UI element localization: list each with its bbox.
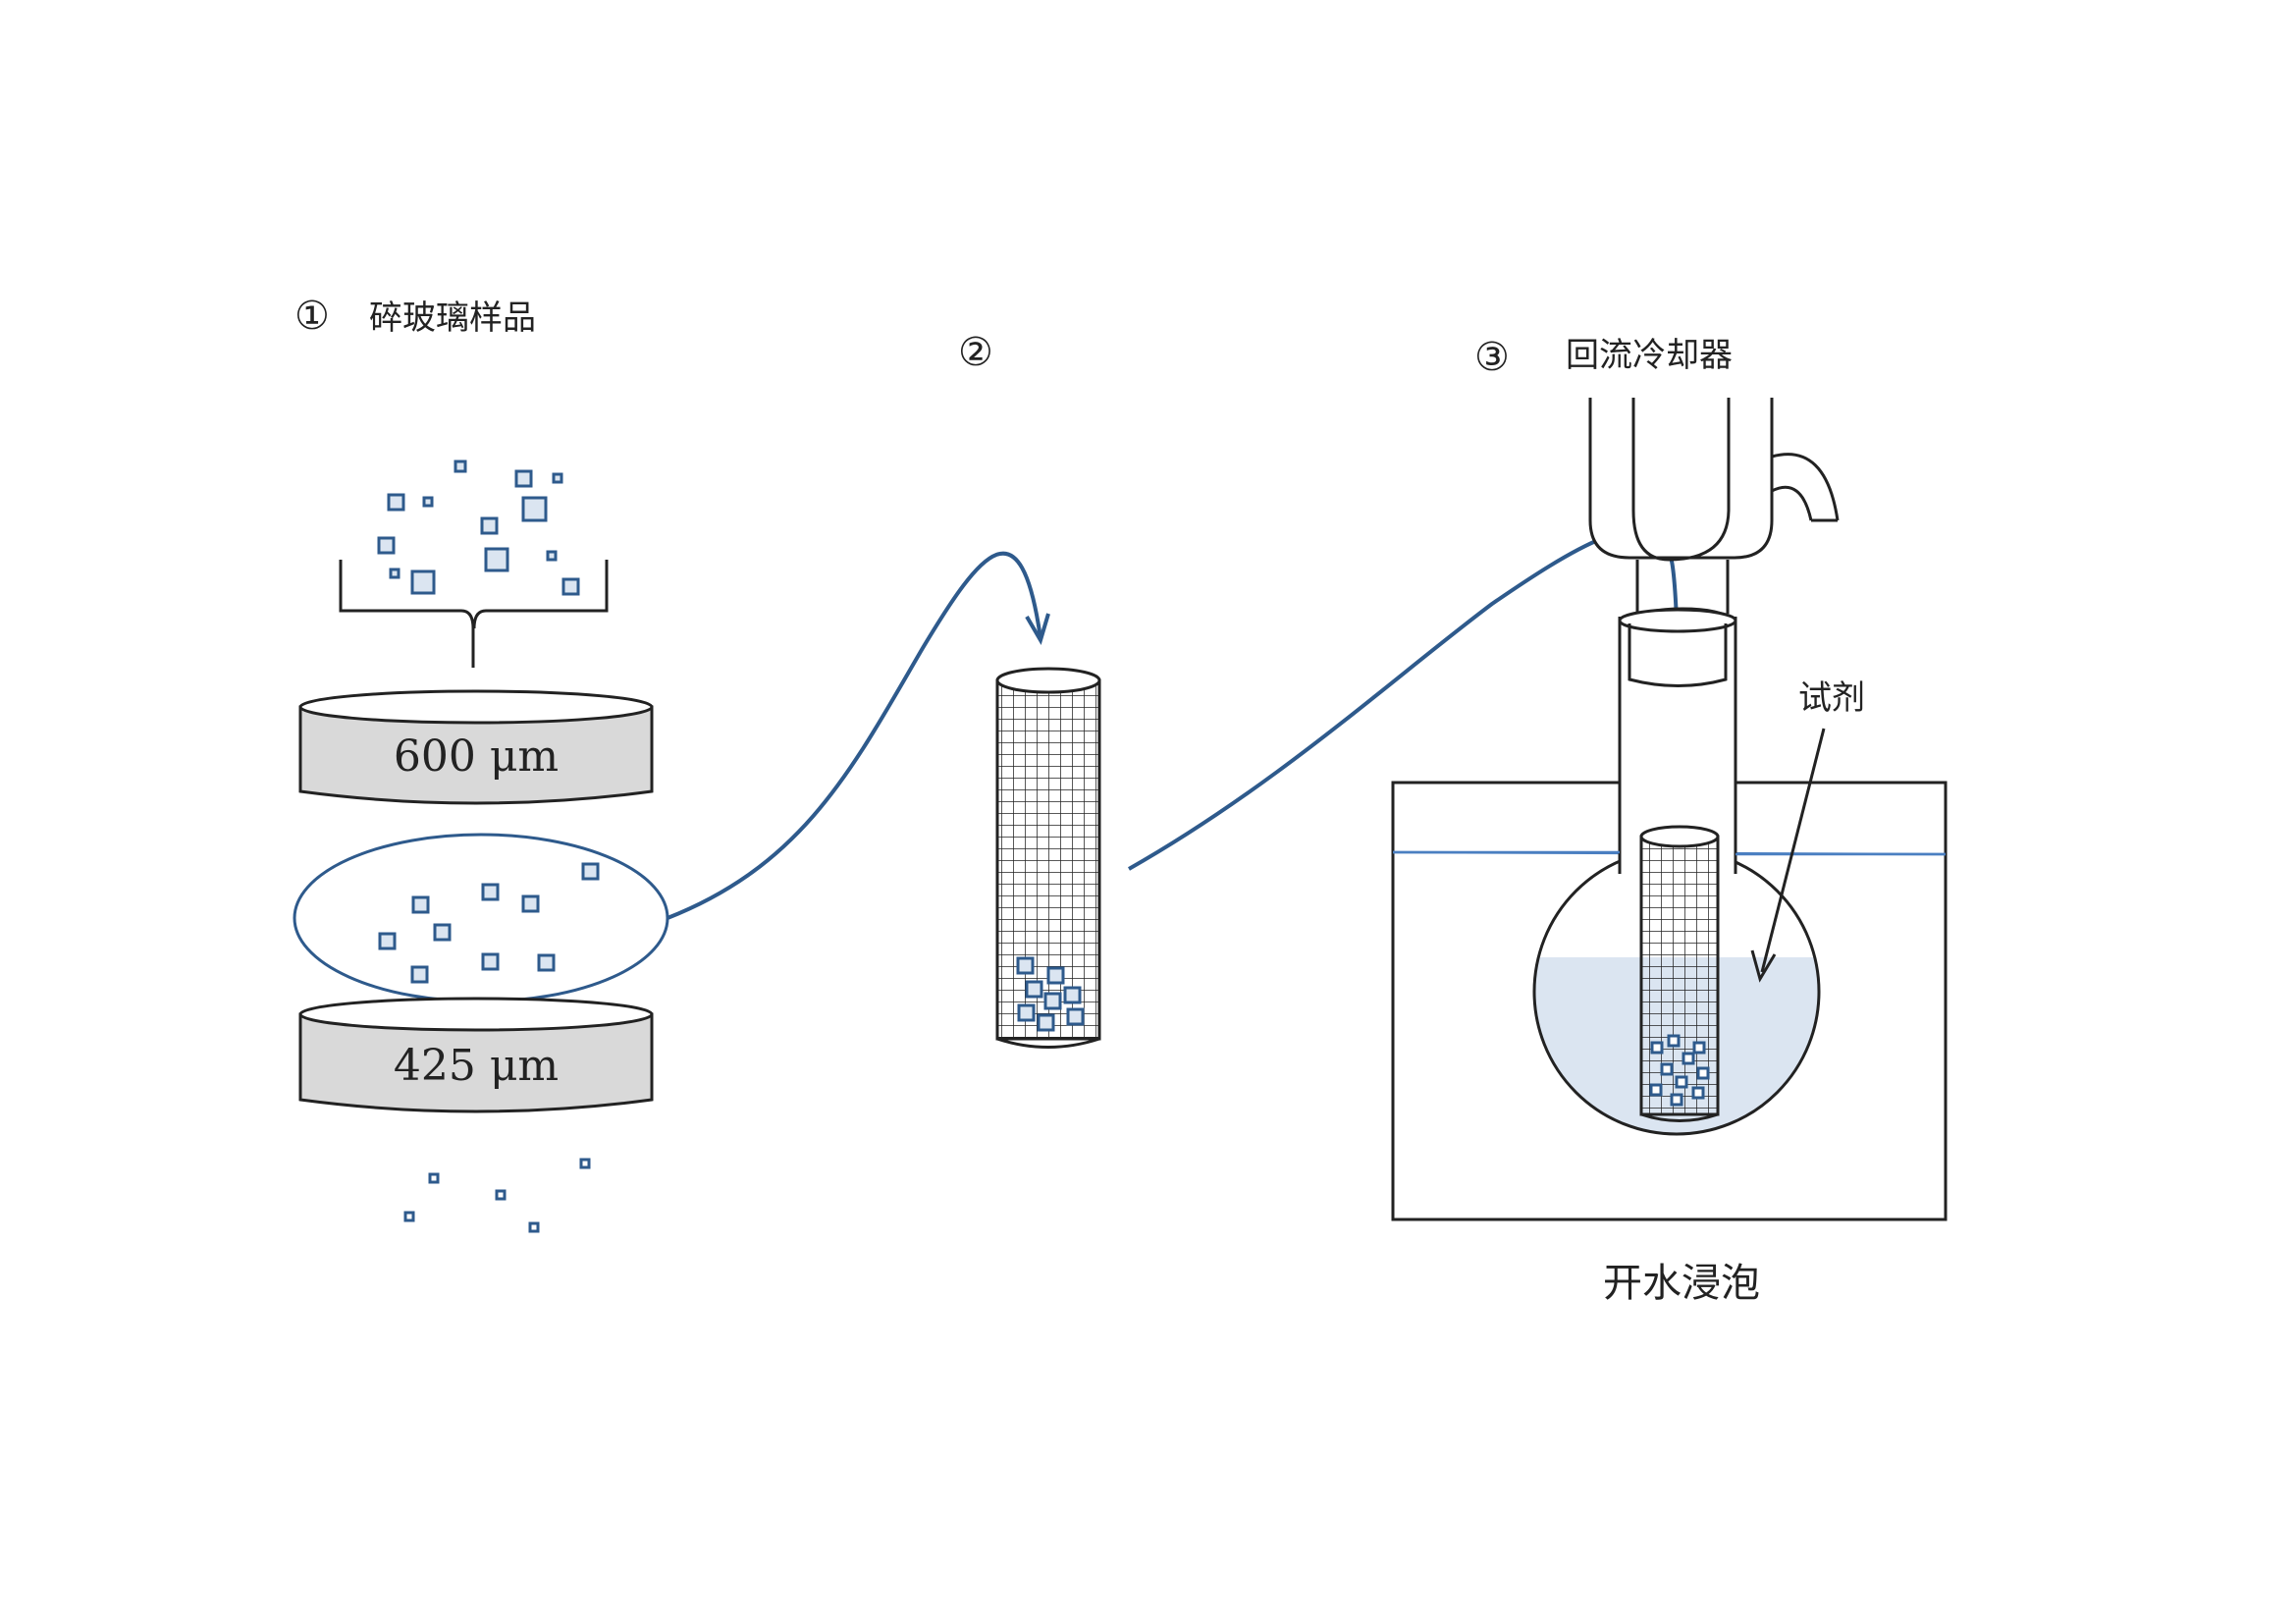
- basket-fragments: [1016, 956, 1085, 1032]
- sieve-425-label: 425 μm: [394, 1041, 559, 1091]
- fine-fragments: [403, 1158, 591, 1233]
- arrowhead-1: [1025, 613, 1050, 646]
- transfer-arrow-1: [667, 551, 1042, 920]
- flask-basket-fragments: [1649, 1034, 1710, 1107]
- retained-fragments: [293, 833, 669, 1003]
- sieve-600: 600 μm: [298, 689, 654, 805]
- step3-header: ③ 回流冷却器: [1474, 335, 1733, 380]
- step2-number: ②: [958, 330, 993, 375]
- step1-header: ① 碎玻璃样品: [294, 294, 536, 339]
- mesh-basket: [995, 667, 1101, 1049]
- sieve-600-label: 600 μm: [394, 731, 559, 782]
- boiling-bath-label: 开水浸泡: [1603, 1261, 1760, 1306]
- reagent-label: 试剂: [1798, 678, 1865, 718]
- transfer-arrow-2: [1128, 527, 1682, 871]
- step1-number: ①: [294, 294, 330, 339]
- funnel: [339, 560, 609, 668]
- reagent-callout: 试剂: [1750, 678, 1865, 983]
- step3-label: 回流冷却器: [1566, 336, 1733, 375]
- sieve-425: 425 μm: [298, 997, 654, 1113]
- step1-label: 碎玻璃样品: [369, 298, 536, 338]
- step3-number: ③: [1474, 335, 1510, 380]
- crushed-glass-fragments: [377, 460, 580, 596]
- mesh-basket-in-flask: [1639, 825, 1720, 1122]
